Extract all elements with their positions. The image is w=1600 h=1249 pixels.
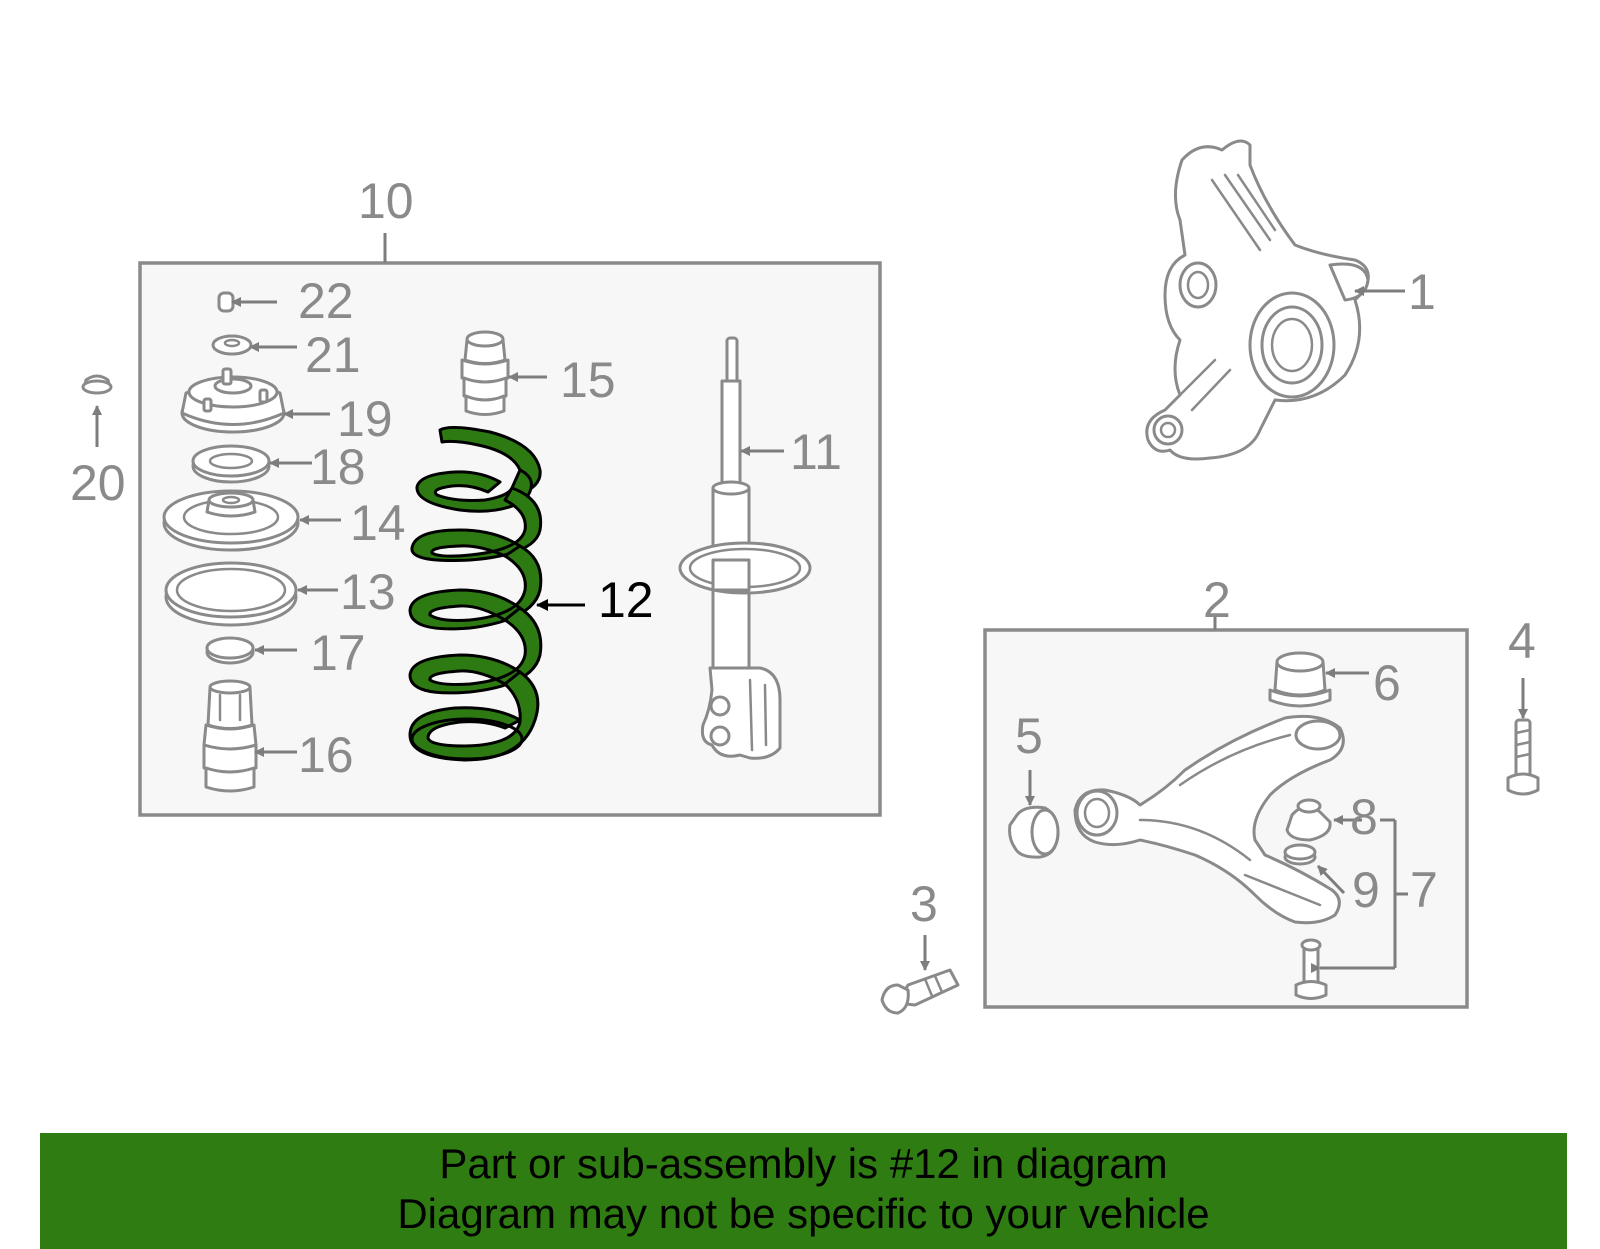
callout-1: 1	[1408, 264, 1436, 320]
banner-line-2: Diagram may not be specific to your vehi…	[397, 1190, 1210, 1237]
callout-13: 13	[340, 564, 396, 620]
callout-12: 12	[598, 572, 654, 628]
callout-15: 15	[560, 352, 616, 408]
callout-6: 6	[1373, 655, 1401, 711]
callout-11: 11	[790, 424, 842, 480]
part-12-coil-spring[interactable]	[408, 425, 585, 762]
part-3-bolt[interactable]	[880, 935, 960, 1015]
callout-4: 4	[1508, 613, 1536, 669]
banner-line-1: Part or sub-assembly is #12 in diagram	[439, 1140, 1168, 1187]
callout-20: 20	[70, 455, 126, 511]
callout-8: 8	[1350, 789, 1378, 845]
info-banner: Part or sub-assembly is #12 in diagram D…	[40, 1133, 1567, 1249]
callout-18: 18	[310, 439, 366, 495]
callout-19: 19	[337, 391, 393, 447]
part-16-dust-boot[interactable]	[202, 679, 297, 793]
part-6-bushing[interactable]	[1268, 651, 1369, 708]
part-15-bump-stopper[interactable]	[460, 330, 547, 416]
part-14-upper-spring-seat[interactable]	[162, 489, 341, 552]
callout-2: 2	[1203, 572, 1231, 628]
callout-9: 9	[1352, 862, 1380, 918]
part-21-washer[interactable]	[211, 334, 297, 356]
callout-10: 10	[358, 173, 414, 229]
part-20-nut[interactable]	[81, 374, 113, 447]
callout-16: 16	[298, 727, 354, 783]
part-22-nut[interactable]	[217, 291, 277, 313]
part-19-strut-mount[interactable]	[180, 367, 330, 434]
callout-17: 17	[310, 625, 366, 681]
callout-21: 21	[305, 327, 361, 383]
part-11-strut[interactable]	[678, 336, 812, 760]
callout-3: 3	[910, 876, 938, 932]
part-7-bolt[interactable]	[1294, 818, 1408, 1000]
part-17-washer[interactable]	[205, 636, 297, 665]
part-9-ring[interactable]	[1283, 843, 1346, 895]
part-2-lower-control-arm[interactable]	[1073, 714, 1345, 925]
part-18-spring-seat[interactable]	[191, 444, 312, 484]
callout-22: 22	[298, 273, 354, 329]
callout-7: 7	[1410, 862, 1438, 918]
callout-5: 5	[1015, 708, 1043, 764]
part-5-bushing[interactable]	[1008, 770, 1060, 859]
part-8-ball-joint[interactable]	[1285, 798, 1362, 842]
part-13-insulator[interactable]	[164, 561, 338, 627]
part-4-bolt[interactable]	[1506, 678, 1540, 796]
part-1-steering-knuckle[interactable]	[1145, 139, 1405, 461]
callout-14: 14	[350, 495, 406, 551]
